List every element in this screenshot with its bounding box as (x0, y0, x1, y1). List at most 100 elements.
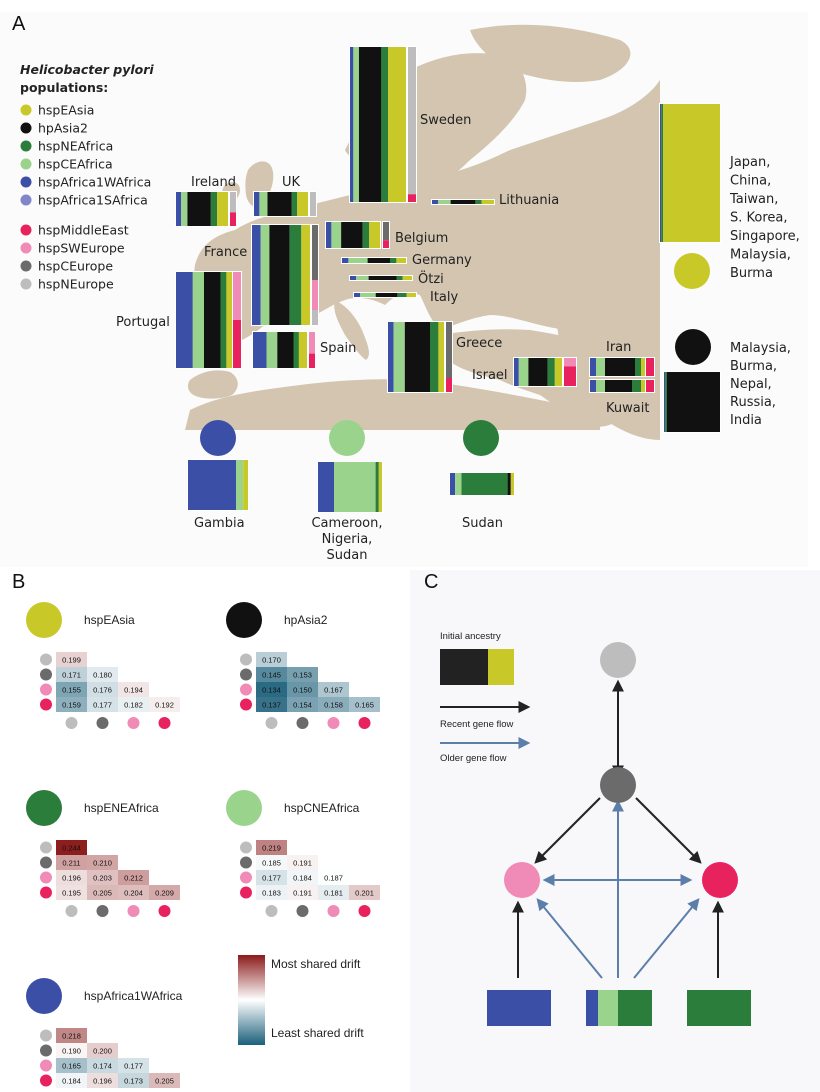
legend-dot-hspneafrica (20, 140, 32, 152)
matrix-cell (256, 855, 287, 870)
source-mixed-lightgreen (598, 990, 618, 1026)
structure-iran-side (645, 357, 655, 377)
matrix-cell (149, 1073, 180, 1088)
matrix-cell-value: 0.244 (62, 843, 81, 852)
structure-uk-side (309, 191, 317, 217)
matrix-cell-value: 0.196 (93, 1076, 112, 1085)
row-dot-hspmiddleeast (40, 886, 52, 899)
structure-plots (175, 46, 721, 513)
matrix-cell (56, 697, 87, 712)
row-dot-hspneurope (40, 653, 52, 666)
label-south_asia-line-1: Burma, (730, 359, 777, 374)
row-dot-hspceurope (240, 668, 252, 681)
label-east_asia-line-2: Taiwan, (729, 192, 778, 207)
label-italy: Italy (430, 290, 459, 305)
matrix-circle-hspeneafrica (26, 790, 62, 826)
structure-israel (513, 357, 563, 387)
matrix-cell (256, 667, 287, 682)
matrix-cell-value: 0.199 (62, 655, 81, 664)
structure-cameroon (317, 461, 383, 513)
source-wafrica (487, 990, 551, 1026)
matrix-cell (56, 840, 87, 855)
structure-greece (387, 321, 445, 393)
structure-france (251, 224, 311, 326)
matrix-cell (87, 870, 118, 885)
label-portugal: Portugal (116, 315, 170, 330)
matrix-cell (87, 855, 118, 870)
label-east_asia-line-0: Japan, (729, 155, 770, 170)
label-east_asia-line-1: China, (730, 174, 771, 189)
panel-a-label: A (12, 13, 26, 35)
matrix-cell-value: 0.185 (262, 858, 281, 867)
row-dot-hspceurope (40, 668, 52, 681)
legend-dot-hspceafrica (20, 158, 32, 170)
matrix-cell (287, 697, 318, 712)
matrix-cell (256, 840, 287, 855)
matrix-cell (256, 885, 287, 900)
matrix-cell-value: 0.177 (93, 700, 112, 709)
initial-ancestry-yellow (488, 649, 514, 685)
matrix-cell-value: 0.195 (62, 888, 81, 897)
matrix-cell (56, 682, 87, 697)
row-dot-hspceurope (240, 856, 252, 869)
col-dot-hspsweurope (127, 717, 140, 729)
matrix-cell-value: 0.134 (262, 685, 281, 694)
matrix-cell (118, 697, 149, 712)
matrix-cell (87, 697, 118, 712)
matrix-cell-value: 0.180 (93, 670, 112, 679)
legend-dot-hspeasia (20, 104, 32, 116)
matrix-cell-value: 0.153 (293, 670, 312, 679)
label-greece: Greece (456, 336, 502, 351)
arrow-mixed-middleeast (633, 898, 700, 979)
matrix-cell-value: 0.159 (62, 700, 81, 709)
node-neurope (600, 642, 636, 678)
row-dot-hspsweurope (40, 683, 52, 696)
matrix-cell (56, 1073, 87, 1088)
matrix-cell-value: 0.174 (93, 1061, 112, 1070)
col-dot-hspmiddleeast (358, 905, 371, 917)
node-middleeast (702, 862, 738, 898)
matrix-cell-value: 0.196 (62, 873, 81, 882)
label-france: France (204, 245, 247, 260)
matrix-cell (287, 885, 318, 900)
circle-south-asia (675, 329, 711, 365)
matrix-cell (56, 652, 87, 667)
col-dot-hspmiddleeast (158, 717, 171, 729)
matrix-cell (56, 1043, 87, 1058)
row-dot-hspsweurope (240, 871, 252, 884)
matrix-cell (87, 682, 118, 697)
matrix-cell-value: 0.165 (355, 700, 374, 709)
matrix-cell (349, 697, 380, 712)
matrix-cell (256, 682, 287, 697)
row-dot-hspneurope (40, 841, 52, 854)
matrix-circle-hpasia2 (226, 602, 262, 638)
matrix-cell-value: 0.204 (124, 888, 143, 897)
structure-gambia (187, 459, 249, 511)
row-dot-hspmiddleeast (40, 1074, 52, 1087)
matrix-title: hspCNEAfrica (284, 801, 360, 815)
label-east_asia-line-3: S. Korea, (730, 211, 788, 226)
matrix-cell (118, 1058, 149, 1073)
matrix-circle-hspafrica1wafrica (26, 978, 62, 1014)
matrix-cell-value: 0.192 (155, 700, 174, 709)
node-sweurope (504, 862, 540, 898)
matrix-cell (56, 1058, 87, 1073)
label-germany: Germany (412, 253, 472, 268)
matrix-cell-value: 0.158 (324, 700, 343, 709)
matrix-cell (256, 697, 287, 712)
structure-portugal (175, 271, 233, 369)
structure-ireland (175, 191, 229, 227)
legend-item-hspeasia: hspEAsia (38, 103, 94, 118)
matrix-cell (318, 697, 349, 712)
matrix-cell-value: 0.177 (124, 1061, 143, 1070)
matrix-cell (56, 667, 87, 682)
circle-gambia (200, 420, 236, 456)
matrix-cell-value: 0.200 (93, 1046, 112, 1055)
row-dot-hspceurope (40, 856, 52, 869)
structure-italy (353, 292, 417, 298)
col-dot-hspsweurope (127, 905, 140, 917)
color-scale-bottom-label: Least shared drift (271, 1026, 364, 1040)
structure-east-asia (659, 103, 721, 243)
